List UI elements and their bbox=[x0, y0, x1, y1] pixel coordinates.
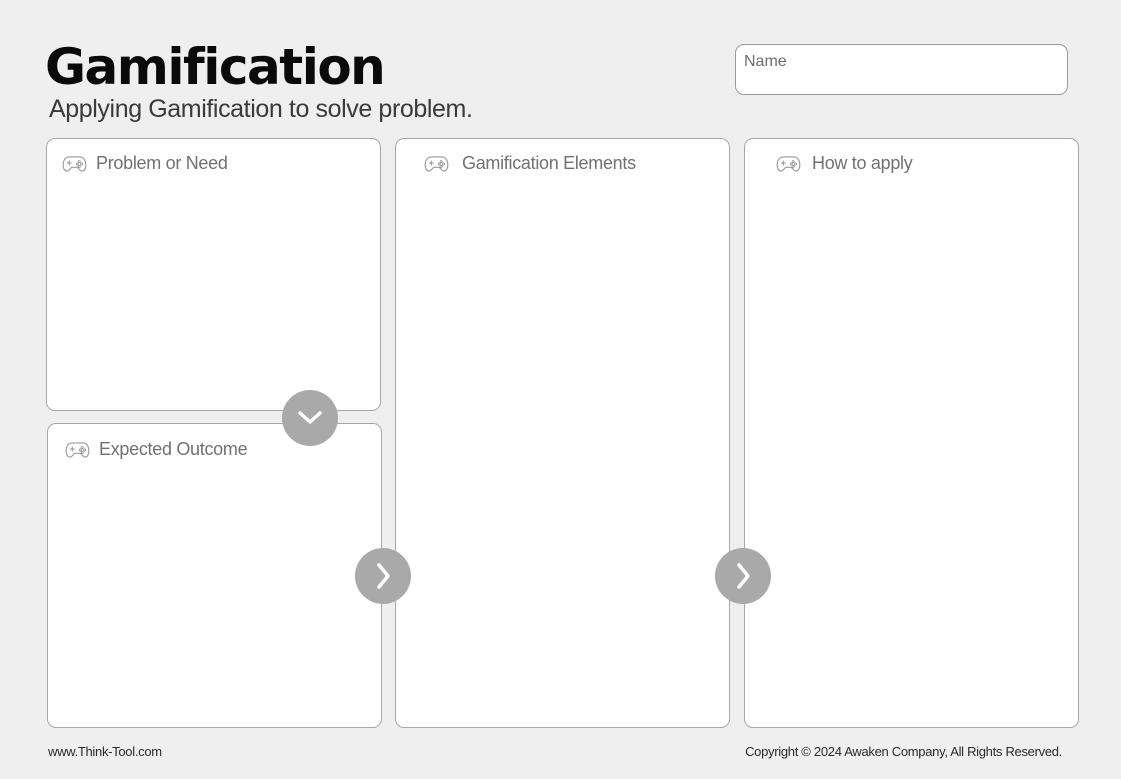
expected-outcome-panel[interactable]: Expected Outcome bbox=[47, 423, 382, 728]
gamepad-icon bbox=[62, 156, 87, 172]
problem-or-need-header: Problem or Need bbox=[62, 153, 228, 174]
problem-or-need-panel[interactable]: Problem or Need bbox=[46, 138, 381, 411]
panel-label: Problem or Need bbox=[96, 153, 228, 173]
gamepad-icon bbox=[776, 156, 801, 172]
panel-label: How to apply bbox=[812, 153, 913, 173]
chevron-down-icon bbox=[298, 411, 322, 424]
how-to-apply-header: How to apply bbox=[776, 153, 913, 174]
name-field[interactable]: Name bbox=[735, 44, 1068, 95]
gamepad-icon bbox=[65, 442, 90, 458]
gamepad-icon bbox=[424, 156, 449, 172]
chevron-right-icon bbox=[377, 563, 390, 589]
gamification-elements-header: Gamification Elements bbox=[424, 153, 636, 174]
page-title: Gamification bbox=[45, 38, 386, 96]
chevron-right-icon bbox=[737, 563, 750, 589]
flow-arrow-right-1 bbox=[355, 548, 411, 604]
expected-outcome-header: Expected Outcome bbox=[65, 439, 248, 460]
page-subtitle: Applying Gamification to solve problem. bbox=[49, 95, 473, 123]
name-field-placeholder: Name bbox=[744, 53, 787, 70]
flow-arrow-right-2 bbox=[715, 548, 771, 604]
footer-copyright: Copyright © 2024 Awaken Company, All Rig… bbox=[745, 744, 1062, 759]
footer-website: www.Think-Tool.com bbox=[48, 744, 162, 759]
gamification-elements-panel[interactable]: Gamification Elements bbox=[395, 138, 730, 728]
panel-label: Gamification Elements bbox=[462, 153, 636, 173]
how-to-apply-panel[interactable]: How to apply bbox=[744, 138, 1079, 728]
flow-arrow-down bbox=[282, 390, 338, 446]
panel-label: Expected Outcome bbox=[99, 439, 248, 459]
